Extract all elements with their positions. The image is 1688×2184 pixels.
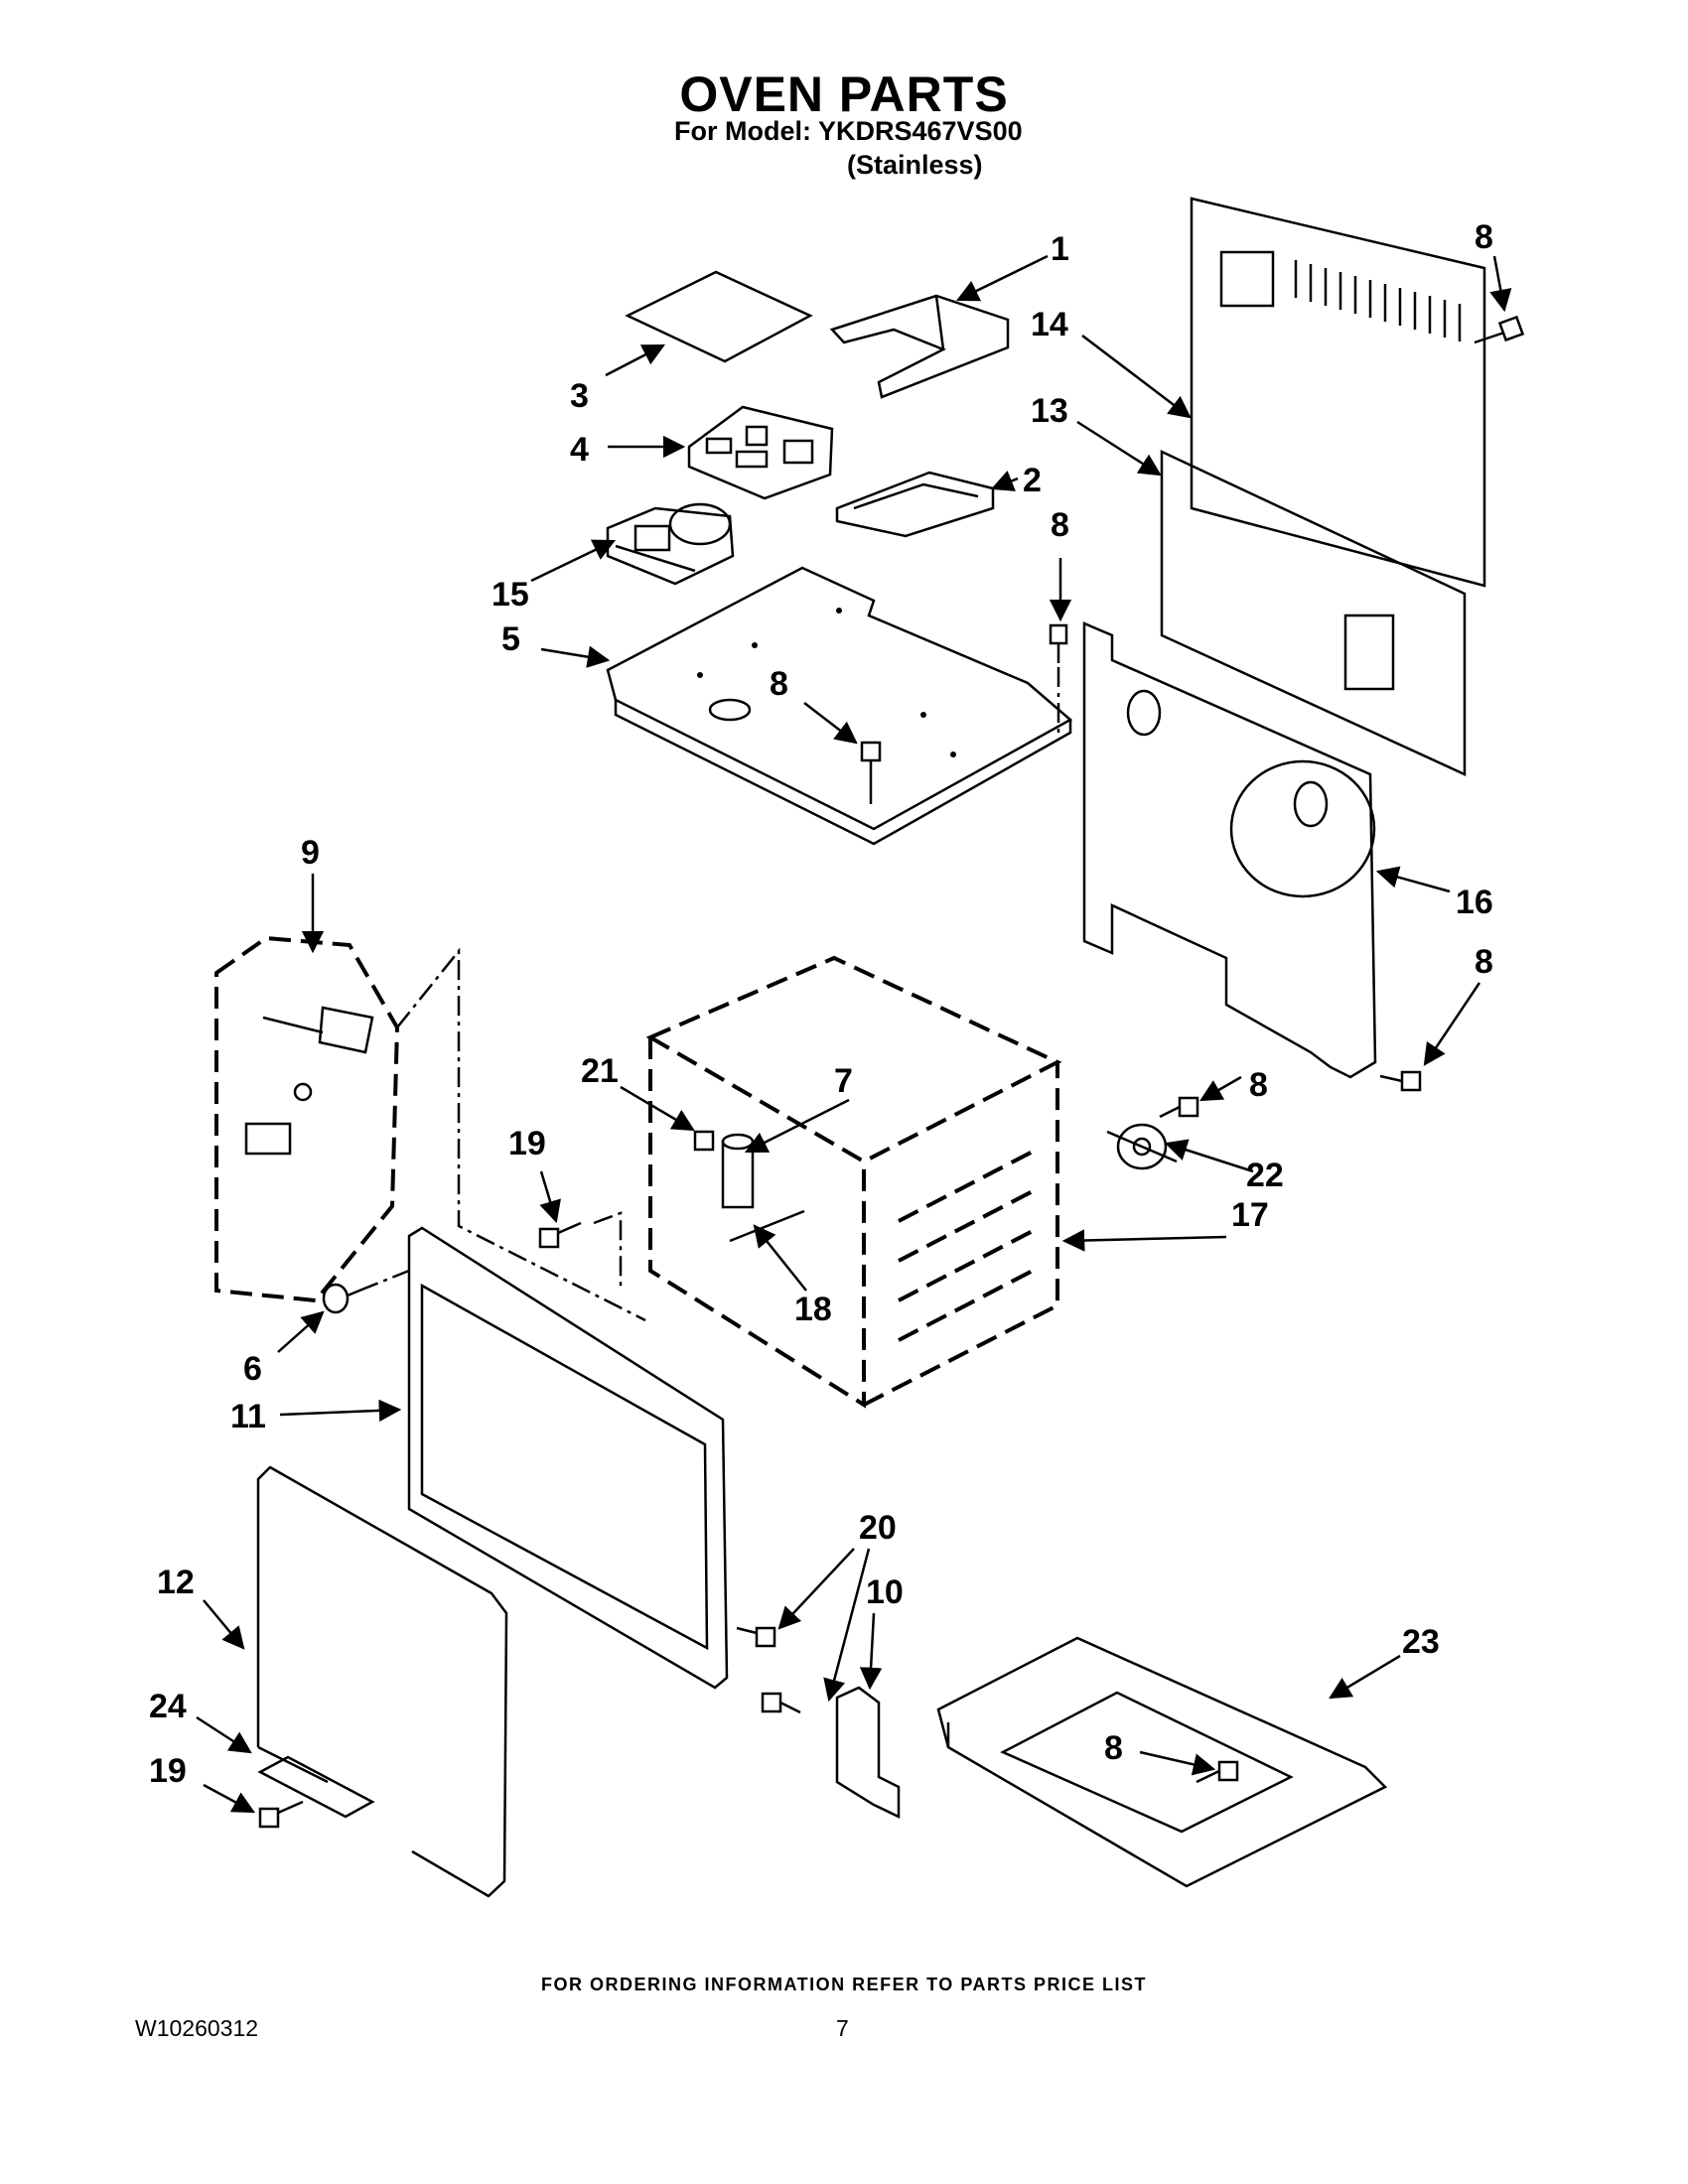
callout-8-center: 8 [770, 665, 788, 703]
callout-8-top-right: 8 [1475, 218, 1493, 256]
page-number: 7 [836, 2015, 849, 2041]
part-10-bracket [835, 1686, 901, 1819]
callout-1: 1 [1051, 230, 1069, 268]
callout-2: 2 [1023, 462, 1042, 499]
callout-labels: 1 2 3 4 5 6 7 8 8 8 8 8 8 9 10 11 12 13 … [149, 218, 1493, 1790]
callout-23: 23 [1402, 1623, 1440, 1661]
part-1-cover [829, 294, 1010, 399]
part-13-shield-panel [1160, 450, 1467, 776]
screw-19-cavity [538, 1221, 582, 1249]
callout-5: 5 [501, 620, 520, 658]
callout-4: 4 [570, 431, 589, 469]
callout-15: 15 [492, 576, 529, 614]
part-24-trim-strip [257, 1755, 375, 1819]
callout-20: 20 [859, 1509, 897, 1547]
callout-12: 12 [157, 1564, 195, 1601]
callout-7: 7 [834, 1062, 853, 1100]
callout-8-tray: 8 [1051, 506, 1069, 544]
ordering-note: FOR ORDERING INFORMATION REFER TO PARTS … [540, 1975, 1147, 1994]
part-5-mounting-tray [606, 566, 1073, 846]
part-12-door-gasket [256, 1465, 508, 1898]
finish-line: (Stainless) [847, 150, 983, 180]
alignment-lines [358, 667, 1060, 1322]
callout-10: 10 [866, 1573, 904, 1611]
screw-8-top-right [1474, 315, 1525, 344]
screw-8-center [860, 741, 882, 784]
screw-8-tray [1049, 623, 1068, 663]
screw-8-right-wall [1379, 1070, 1422, 1092]
screw-8-bottom-tray [1196, 1760, 1239, 1784]
callout-18: 18 [794, 1291, 832, 1328]
callout-8-bottom-tray: 8 [1104, 1729, 1123, 1767]
screw-8-fan [1159, 1096, 1199, 1119]
part-6-bumper [322, 1283, 360, 1314]
screw-20-upper [736, 1626, 776, 1648]
callout-19-trim: 19 [149, 1752, 187, 1790]
part-11-front-frame [407, 1226, 729, 1690]
model-line: For Model: YKDRS467VS00 [674, 116, 1023, 146]
part-9-kit [214, 935, 400, 1303]
callout-9: 9 [301, 834, 320, 872]
callout-17: 17 [1231, 1196, 1269, 1234]
model-info: For Model: YKDRS467VS00 (Stainless) [674, 114, 1023, 182]
screw-21 [693, 1130, 715, 1152]
callout-6: 6 [243, 1350, 262, 1388]
part-14-rear-panel [1190, 197, 1486, 588]
callout-21: 21 [581, 1052, 619, 1090]
callout-24: 24 [149, 1688, 187, 1725]
callout-16: 16 [1456, 884, 1493, 921]
screw-19-trim [258, 1800, 304, 1829]
part-16-back-wall [1082, 621, 1377, 1079]
part-2-tray [835, 471, 995, 538]
part-15-latch-assembly [606, 502, 735, 586]
screw-20-lower [761, 1692, 801, 1714]
callout-8-fan: 8 [1249, 1066, 1268, 1104]
part-22-fan [1106, 1123, 1178, 1170]
callout-22: 22 [1246, 1157, 1284, 1194]
callout-8-right-wall: 8 [1475, 943, 1493, 981]
screws [258, 315, 1525, 1829]
part-3-insulation-sheet [625, 270, 813, 363]
part-7-connector [721, 1133, 755, 1209]
part-23-bottom-tray [936, 1636, 1388, 1888]
callout-11: 11 [230, 1398, 266, 1435]
part-18-sensor [729, 1209, 805, 1243]
callout-19-cavity: 19 [508, 1125, 546, 1162]
document-number: W10260312 [135, 2015, 259, 2041]
part-4-control-board [687, 405, 834, 500]
page-title: OVEN PARTS [679, 67, 1009, 122]
leader-arrows [196, 254, 1512, 1814]
callout-14: 14 [1031, 306, 1068, 343]
callout-3: 3 [570, 377, 589, 415]
callout-13: 13 [1031, 392, 1068, 430]
part-17-oven-cavity [645, 955, 1062, 1409]
